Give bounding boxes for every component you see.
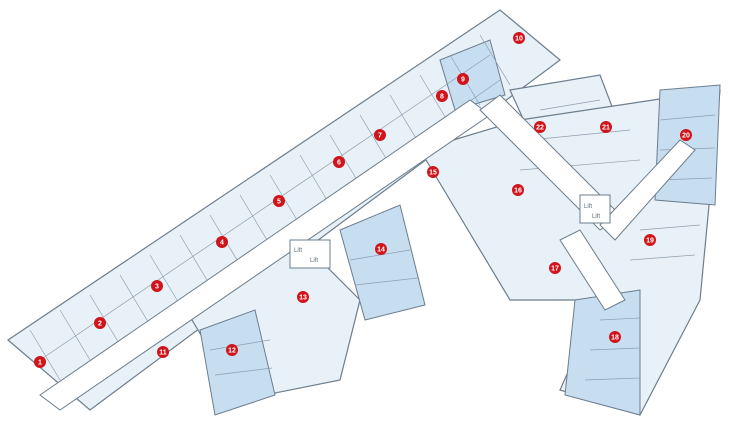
highlight-unit-18 — [564, 289, 641, 416]
cores: Lift Lift Lift Lift — [289, 194, 611, 269]
unit-15-label: 15 — [429, 170, 437, 177]
unit-19-label: 19 — [646, 238, 654, 245]
unit-15-marker[interactable] — [427, 166, 439, 178]
lift-label-1: Lift — [294, 248, 302, 254]
lift-label-2: Lift — [310, 258, 318, 264]
unit-2-marker[interactable] — [94, 317, 106, 329]
highlight-unit-14 — [339, 204, 426, 321]
unit-20-label: 20 — [682, 133, 690, 140]
unit-21-marker[interactable] — [600, 121, 612, 133]
lift-label-4: Lift — [592, 214, 600, 220]
unit-11-label: 11 — [159, 350, 167, 357]
unit-20-marker[interactable] — [680, 129, 692, 141]
unit-8-label: 8 — [440, 94, 444, 101]
unit-13-label: 13 — [299, 295, 307, 302]
unit-9-marker[interactable] — [457, 73, 469, 85]
unit-6-marker[interactable] — [333, 156, 345, 168]
right-corridor — [599, 139, 696, 241]
unit-10-marker[interactable] — [513, 32, 525, 44]
unit-6-label: 6 — [337, 160, 341, 167]
unit-22-marker[interactable] — [534, 121, 546, 133]
unit-18-label: 18 — [611, 335, 619, 342]
unit-3-marker[interactable] — [151, 280, 163, 292]
unit-5-marker[interactable] — [273, 195, 285, 207]
unit-13-marker[interactable] — [297, 291, 309, 303]
unit-16-label: 16 — [514, 188, 522, 195]
lower-corridor — [559, 229, 626, 311]
unit-1-label: 1 — [38, 360, 42, 367]
unit-12-label: 12 — [228, 348, 236, 355]
unit-1-marker[interactable] — [34, 356, 46, 368]
unit-9-label: 9 — [461, 77, 465, 84]
unit-16-marker[interactable] — [512, 184, 524, 196]
unit-17-marker[interactable] — [549, 262, 561, 274]
unit-17-label: 17 — [551, 266, 559, 273]
unit-2-label: 2 — [98, 321, 102, 328]
unit-4-label: 4 — [220, 240, 224, 247]
unit-7-label: 7 — [378, 133, 382, 140]
unit-4-marker[interactable] — [216, 236, 228, 248]
lift-label-3: Lift — [584, 204, 592, 210]
unit-8-marker[interactable] — [436, 90, 448, 102]
unit-11-marker[interactable] — [157, 346, 169, 358]
highlight-unit-12 — [199, 309, 276, 416]
unit-18-marker[interactable] — [609, 331, 621, 343]
unit-14-label: 14 — [377, 247, 385, 254]
unit-10-label: 10 — [515, 36, 523, 43]
unit-14-marker[interactable] — [375, 243, 387, 255]
unit-22-label: 22 — [536, 125, 544, 132]
corridors — [39, 94, 696, 411]
lift-core-right — [579, 194, 611, 224]
highlight-unit-9 — [439, 39, 506, 111]
lift-core-center — [289, 239, 331, 269]
unit-3-label: 3 — [155, 284, 159, 291]
unit-7-marker[interactable] — [374, 129, 386, 141]
unit-12-marker[interactable] — [226, 344, 238, 356]
unit-19-marker[interactable] — [644, 234, 656, 246]
unit-5-label: 5 — [277, 199, 281, 206]
unit-21-label: 21 — [602, 125, 610, 132]
room-partitions — [29, 34, 716, 391]
